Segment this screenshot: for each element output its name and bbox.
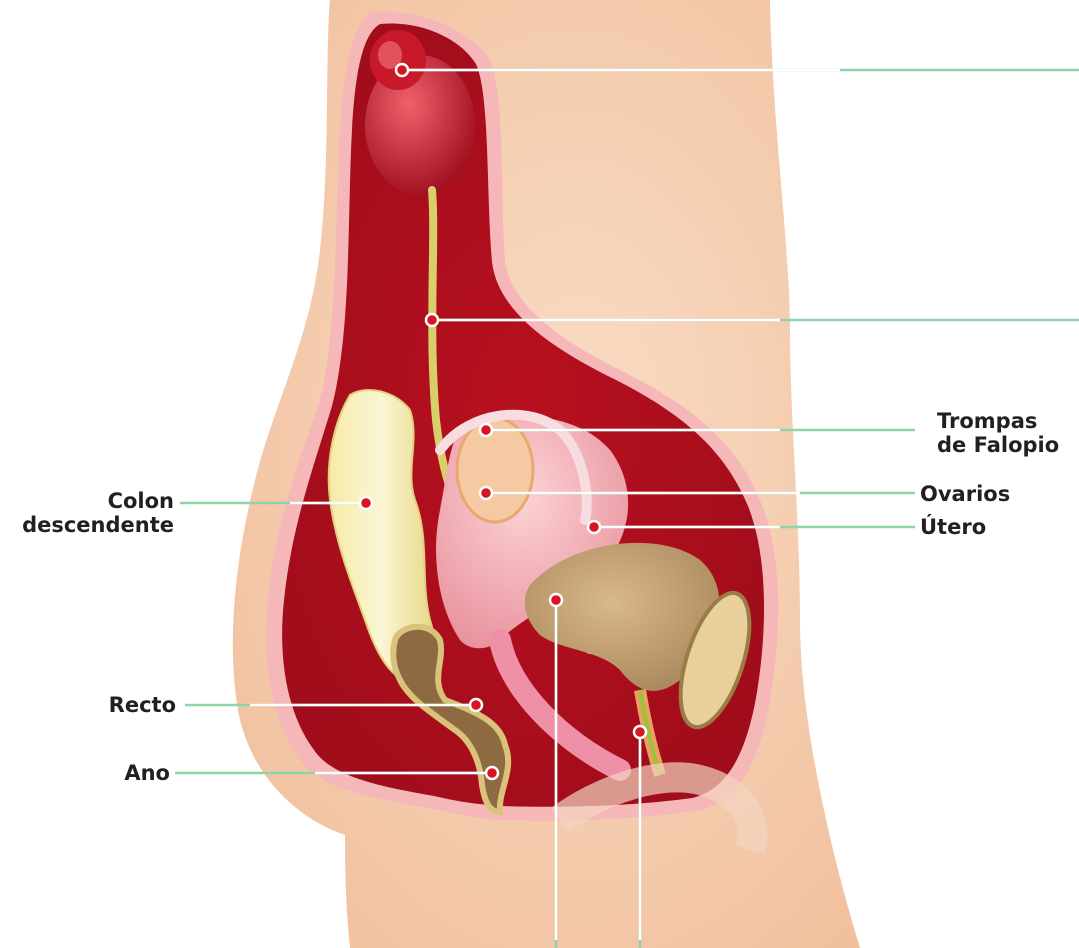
- ovary: [457, 418, 533, 522]
- label-recto: Recto: [8, 693, 176, 717]
- label-ano: Ano: [8, 761, 170, 785]
- label-trompas-de-falopio: Trompas de Falopio: [937, 409, 1059, 457]
- label-colon-descendente: Colon descendente: [8, 489, 174, 537]
- label-utero: Útero: [920, 515, 986, 539]
- label-ovarios: Ovarios: [920, 482, 1010, 506]
